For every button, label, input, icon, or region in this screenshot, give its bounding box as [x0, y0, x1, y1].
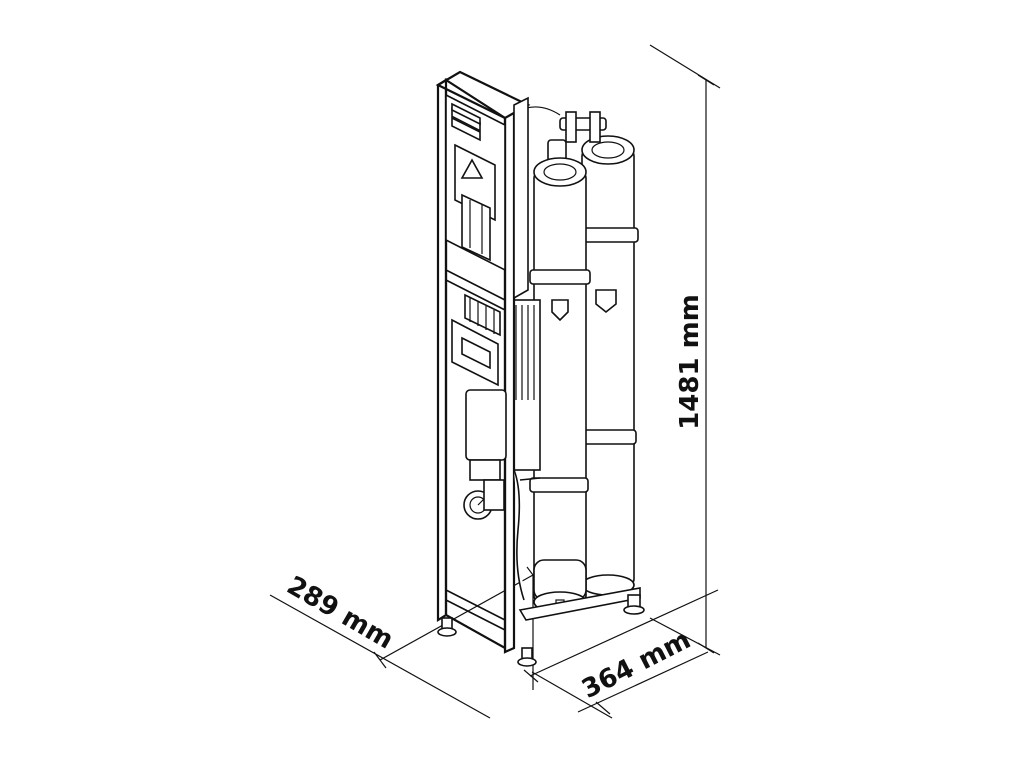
- pump-bracket: [451, 293, 507, 481]
- dimension-depth: 289 mm: [269, 566, 540, 719]
- flow-arrow-up-icon: [595, 289, 617, 314]
- main-frame: [435, 70, 537, 667]
- pressure-gauge-icon: [463, 479, 505, 520]
- flow-arrow-down-icon: [551, 299, 569, 322]
- base-rear: [518, 587, 645, 621]
- height-dimension-label: 1481 mm: [675, 294, 705, 430]
- hose-connector: [519, 477, 541, 481]
- control-panel: [445, 93, 506, 272]
- width-dimension-label: 364 mm: [577, 625, 695, 705]
- warning-triangle-icon: [460, 158, 484, 179]
- depth-dimension-label: 289 mm: [282, 571, 399, 656]
- membrane-housing-rear: [577, 135, 639, 596]
- hose: [513, 469, 525, 601]
- dimension-height: 1481 mm: [649, 44, 721, 656]
